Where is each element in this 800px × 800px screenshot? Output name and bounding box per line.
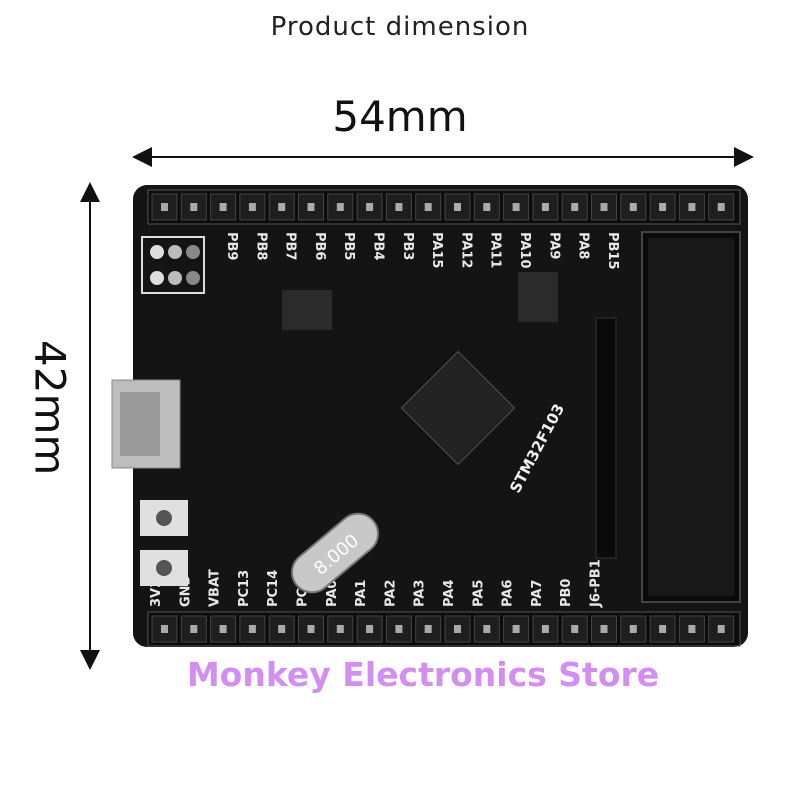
pin-label: PA7 bbox=[530, 580, 545, 607]
oled-header bbox=[595, 317, 617, 559]
mcu-chip bbox=[400, 350, 516, 466]
header-pin bbox=[239, 615, 266, 643]
pin-label: PA6 bbox=[501, 580, 516, 607]
pin-label: PA10 bbox=[517, 232, 532, 269]
pin-label: PB5 bbox=[341, 232, 356, 260]
pin-label: PA11 bbox=[488, 232, 503, 269]
pin-label: PB0 bbox=[559, 579, 574, 607]
pin-label: PA2 bbox=[383, 580, 398, 607]
header-pin bbox=[180, 615, 207, 643]
pin-label: PA12 bbox=[458, 232, 473, 269]
top-pin-labels: PB9 PB8 PB7 PB6 PB5 PB4 PB3 PA15 PA12 PA11 PA10 PA9… bbox=[224, 232, 620, 270]
top-pin-header bbox=[147, 189, 741, 225]
pin-label: PB4 bbox=[371, 232, 386, 260]
pin-label: PC14 bbox=[266, 570, 281, 607]
crystal bbox=[291, 512, 379, 594]
regulator bbox=[282, 290, 332, 330]
pin-label: PB15 bbox=[605, 232, 620, 270]
pin-label: PC13 bbox=[237, 570, 252, 607]
pin-label: PA8 bbox=[576, 232, 591, 259]
page-title: Product dimension bbox=[270, 12, 530, 42]
pin-label: PA4 bbox=[442, 580, 457, 607]
flash-chip bbox=[518, 272, 558, 322]
pin-label: PB9 bbox=[224, 232, 239, 260]
pin-label: PB6 bbox=[312, 232, 327, 260]
bottom-pin-header bbox=[147, 611, 741, 647]
header-pin bbox=[268, 193, 295, 221]
pin-label: VBAT bbox=[208, 569, 223, 607]
pin-label: PA5 bbox=[471, 580, 486, 607]
bottom-pin-labels: 3V3GNDVBATPC13PC14PC15PA0PA1PA2PA3PA4PA5… bbox=[149, 559, 604, 608]
header-pin bbox=[444, 193, 471, 221]
pin-label: PA3 bbox=[413, 580, 428, 607]
header-pin bbox=[561, 615, 588, 643]
pin-label: J6-PB1 bbox=[589, 559, 604, 608]
pin-label: PB3 bbox=[400, 232, 415, 260]
header-pin bbox=[591, 193, 617, 221]
pin-label: PA1 bbox=[354, 580, 369, 607]
pin-label: PB7 bbox=[283, 232, 298, 260]
pin-label: PA15 bbox=[429, 232, 444, 269]
watermark: Monkey Electronics Store bbox=[186, 655, 660, 694]
pin-label: PB8 bbox=[253, 232, 268, 260]
width-label: 54mm bbox=[332, 92, 468, 141]
pin-label: PA9 bbox=[546, 232, 561, 259]
pin-label: PA0 bbox=[325, 580, 340, 607]
jumper-block bbox=[141, 236, 205, 294]
